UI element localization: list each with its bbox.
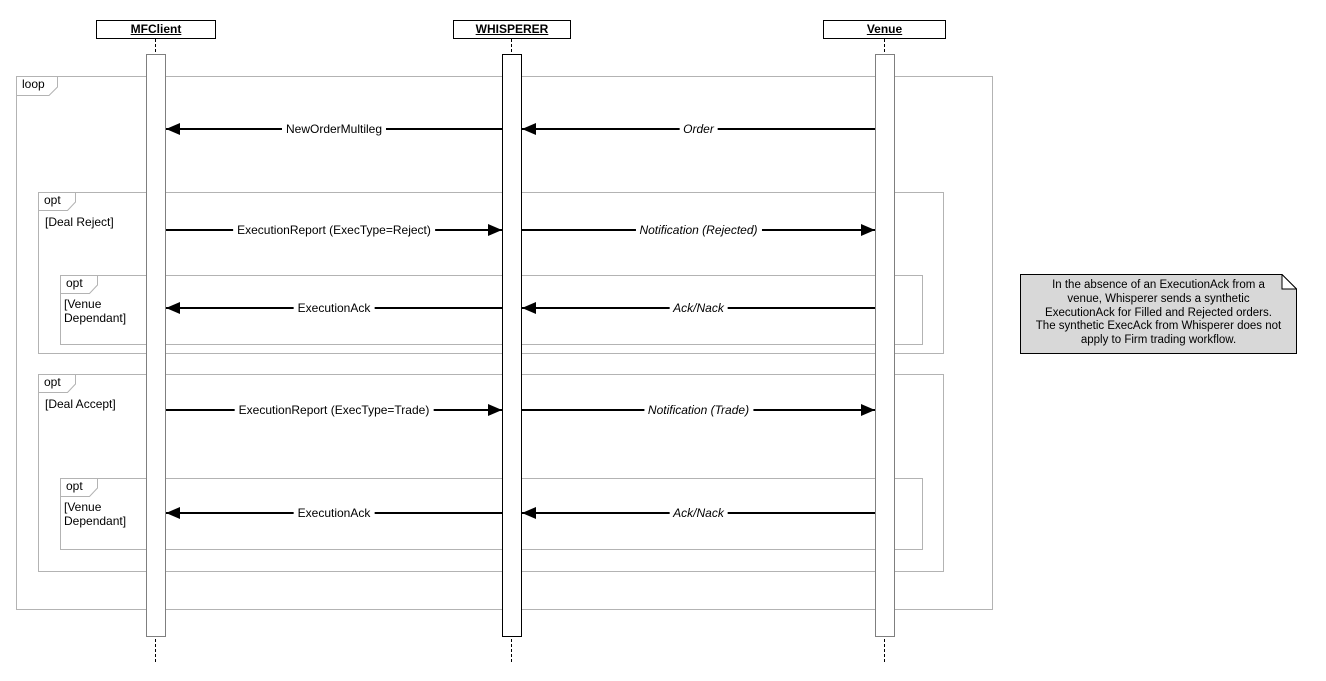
guard-venue-dependant-2: [Venue Dependant] xyxy=(64,500,127,528)
fragment-opt-deal-accept-tab-icon: opt xyxy=(38,374,76,398)
actor-box-mfclient: MFClient xyxy=(96,20,216,39)
arrowhead-left-icon xyxy=(166,507,180,519)
fragment-opt-venue-dependant-2: opt [Venue Dependant] xyxy=(60,478,923,550)
fragment-opt-deal-reject-label: opt xyxy=(44,193,61,207)
guard-deal-reject: [Deal Reject] xyxy=(45,215,114,229)
arrowhead-left-icon xyxy=(522,123,536,135)
guard-venue-dependant-1: [Venue Dependant] xyxy=(64,297,127,325)
message-label: Order xyxy=(679,122,718,136)
fragment-opt-deal-reject: opt [Deal Reject] xyxy=(38,192,944,354)
fragment-opt-deal-accept-label: opt xyxy=(44,375,61,389)
activation-bar-venue xyxy=(875,54,895,637)
message-label: ExecutionReport (ExecType=Reject) xyxy=(233,223,435,237)
note-fold-icon xyxy=(1281,274,1297,290)
fragment-opt-venue-dependant-1: opt [Venue Dependant] xyxy=(60,275,923,345)
note-shape-icon xyxy=(1020,274,1297,354)
message-label: Notification (Rejected) xyxy=(635,223,762,237)
message-label: ExecutionAck xyxy=(293,506,375,520)
fragment-opt-deal-accept: opt [Deal Accept] xyxy=(38,374,944,572)
activation-bar-whisperer xyxy=(502,54,522,637)
arrowhead-right-icon xyxy=(861,404,875,416)
actor-box-venue: Venue xyxy=(823,20,946,39)
fragment-loop-label: loop xyxy=(22,77,45,91)
actor-label-venue: Venue xyxy=(866,22,903,36)
fragment-loop-tab-icon: loop xyxy=(16,76,58,101)
guard-deal-accept: [Deal Accept] xyxy=(45,397,116,411)
note-text: In the absence of an ExecutionAck from a… xyxy=(1035,279,1282,347)
fragment-opt-venue-dependant-2-tab-icon: opt xyxy=(60,478,98,502)
message-label: Ack/Nack xyxy=(669,506,728,520)
fragment-opt-venue-dependant-1-tab-icon: opt xyxy=(60,275,98,299)
message-label: NewOrderMultileg xyxy=(281,122,387,136)
actor-label-mfclient: MFClient xyxy=(130,22,182,36)
note: In the absence of an ExecutionAck from a… xyxy=(1020,274,1297,354)
fragment-opt-venue-dependant-1-label: opt xyxy=(66,276,83,290)
fragment-opt-deal-reject-tab-icon: opt xyxy=(38,192,76,216)
arrowhead-left-icon xyxy=(166,302,180,314)
message-label: ExecutionReport (ExecType=Trade) xyxy=(234,403,434,417)
arrowhead-left-icon xyxy=(522,302,536,314)
arrowhead-right-icon xyxy=(488,224,502,236)
message-label: ExecutionAck xyxy=(293,301,375,315)
arrowhead-left-icon xyxy=(166,123,180,135)
arrowhead-right-icon xyxy=(861,224,875,236)
arrowhead-right-icon xyxy=(488,404,502,416)
fragment-opt-venue-dependant-2-label: opt xyxy=(66,479,83,493)
activation-bar-mfclient xyxy=(146,54,166,637)
message-label: Ack/Nack xyxy=(669,301,728,315)
actor-label-whisperer: WHISPERER xyxy=(475,22,549,36)
actor-box-whisperer: WHISPERER xyxy=(453,20,571,39)
message-label: Notification (Trade) xyxy=(643,403,754,417)
arrowhead-left-icon xyxy=(522,507,536,519)
